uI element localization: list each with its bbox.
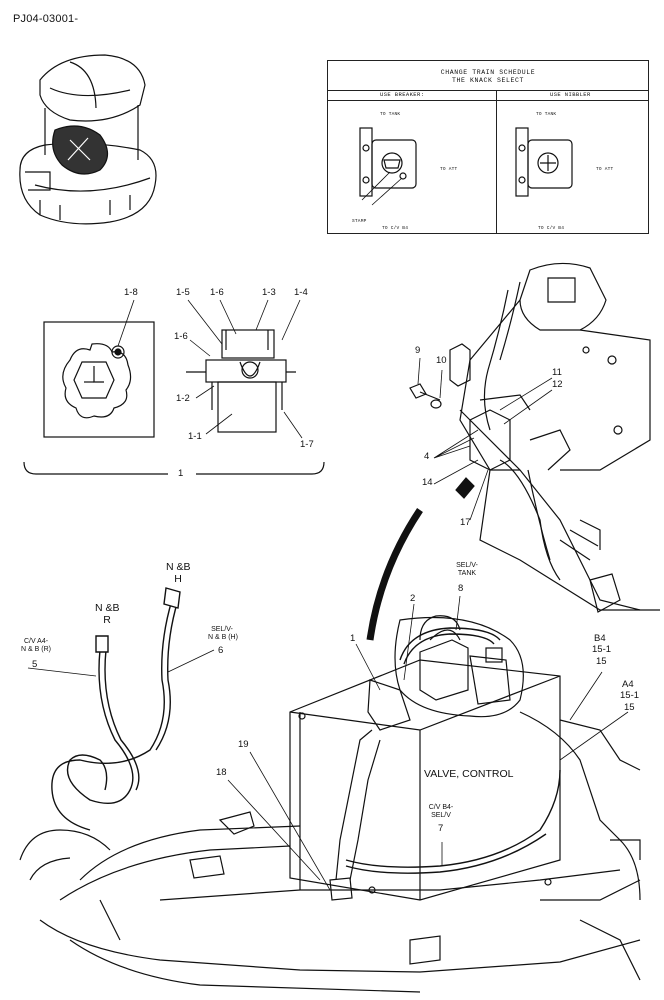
callout-17: 17 (460, 517, 471, 528)
label-1-2: 1-2 (176, 393, 190, 404)
bolt-washer (409, 383, 442, 409)
hose-7-name: C/V B4- SEL/V (428, 804, 454, 820)
nb-r-label: N &B R (95, 602, 120, 626)
callout-15-b: 15 (624, 702, 635, 713)
nb-h-label: N &B H (166, 561, 191, 585)
callout-2: 2 (410, 593, 416, 604)
label-1: 1 (178, 468, 184, 479)
valve-side-view (186, 329, 296, 433)
left-stamp: STAMP (352, 219, 367, 224)
schedule-col-nibbler: USE NIBBLER (550, 91, 591, 98)
detail-leaders (117, 299, 303, 439)
schedule-col-breaker: USE BREAKER: (380, 91, 425, 98)
callout-15-1-a: 15-1 (592, 644, 612, 655)
label-1-8: 1-8 (124, 287, 138, 298)
label-1-6-b: 1-6 (174, 331, 188, 342)
detail-bracket (23, 461, 325, 475)
label-1-1: 1-1 (188, 431, 202, 442)
label-1-5: 1-5 (176, 287, 190, 298)
hose-7 (345, 769, 561, 868)
left-to-att: TO ATT (440, 167, 458, 172)
callout-4: 4 (424, 451, 430, 462)
callout-5: 5 (32, 659, 38, 670)
left-to-cv: TO C/V B4 (382, 226, 409, 231)
hose-5-name: C/V A4- N & B (R) (18, 638, 54, 654)
label-1-4: 1-4 (294, 287, 308, 298)
hose-assembly (51, 587, 181, 831)
schedule-divider (496, 90, 497, 234)
hose-5-name-line1: C/V A4- (23, 638, 49, 645)
callout-11: 11 (552, 367, 562, 378)
hose-7-name-line2: SEL/V (431, 812, 451, 819)
valve-detail-icon (43, 321, 155, 438)
arrow-icon-small (455, 477, 475, 499)
hose-6-name-line2: N & B (H) (208, 634, 238, 641)
label-1-3: 1-3 (262, 287, 276, 298)
lower-leaders (27, 595, 629, 891)
hose-8-name-line2: TANK (457, 570, 477, 577)
hose-7-name-line1: C/V B4- (428, 804, 454, 811)
callout-6: 6 (218, 645, 224, 656)
lower-frame (19, 712, 641, 993)
breaker-valve-sketch (359, 127, 417, 206)
hose-6-name: SEL/V- N & B (H) (208, 626, 238, 642)
valve-control-label: VALVE, CONTROL (424, 768, 514, 780)
callout-15-1-b: 15-1 (620, 690, 640, 701)
nibbler-valve-sketch (515, 127, 573, 197)
arrow-icon (366, 508, 423, 641)
b4-label: B4 (594, 633, 606, 644)
callout-7: 7 (438, 823, 444, 834)
hose-6-name-line1: SEL/V- (211, 626, 233, 633)
schedule-box: CHANGE TRAIN SCHEDULE THE KNACK SELECT U… (327, 60, 649, 234)
callout-9: 9 (415, 345, 421, 356)
nb-r-line2: R (103, 614, 111, 626)
callout-1: 1 (350, 633, 356, 644)
schedule-title: CHANGE TRAIN SCHEDULE THE KNACK SELECT (328, 69, 648, 85)
callout-18: 18 (216, 767, 227, 778)
callout-8: 8 (458, 583, 464, 594)
callout-12: 12 (552, 379, 563, 390)
control-valve-assembly (289, 615, 641, 901)
a4-label: A4 (622, 679, 634, 690)
right-to-att: TO ATT (596, 167, 614, 172)
schedule-divider (328, 100, 648, 101)
right-to-tank: TO TANK (536, 112, 557, 117)
nb-h-line2: H (174, 573, 182, 585)
nb-r-line1: N &B (95, 602, 120, 614)
schedule-divider (328, 90, 648, 91)
hose-8 (399, 627, 501, 661)
callout-10: 10 (436, 355, 447, 366)
page-id: PJ04-03001- (13, 13, 79, 25)
left-to-tank: TO TANK (380, 112, 401, 117)
machine-overview-icon (19, 54, 157, 225)
hose-5-name-line2: N & B (R) (21, 646, 51, 653)
nb-h-line1: N &B (166, 561, 191, 573)
label-1-7: 1-7 (300, 439, 314, 450)
callout-14: 14 (422, 477, 433, 488)
label-1-6: 1-6 (210, 287, 224, 298)
hose-8-name: SEL/V- TANK (456, 562, 478, 578)
schedule-title-line1: CHANGE TRAIN SCHEDULE (440, 69, 536, 76)
callout-15-a: 15 (596, 656, 607, 667)
schedule-title-line2: THE KNACK SELECT (451, 77, 524, 84)
upper-leaders (417, 357, 553, 521)
callout-19: 19 (238, 739, 249, 750)
upper-machine-assembly (449, 262, 660, 613)
hose-8-name-line1: SEL/V- (456, 562, 478, 569)
right-to-cv: TO C/V B4 (538, 226, 565, 231)
